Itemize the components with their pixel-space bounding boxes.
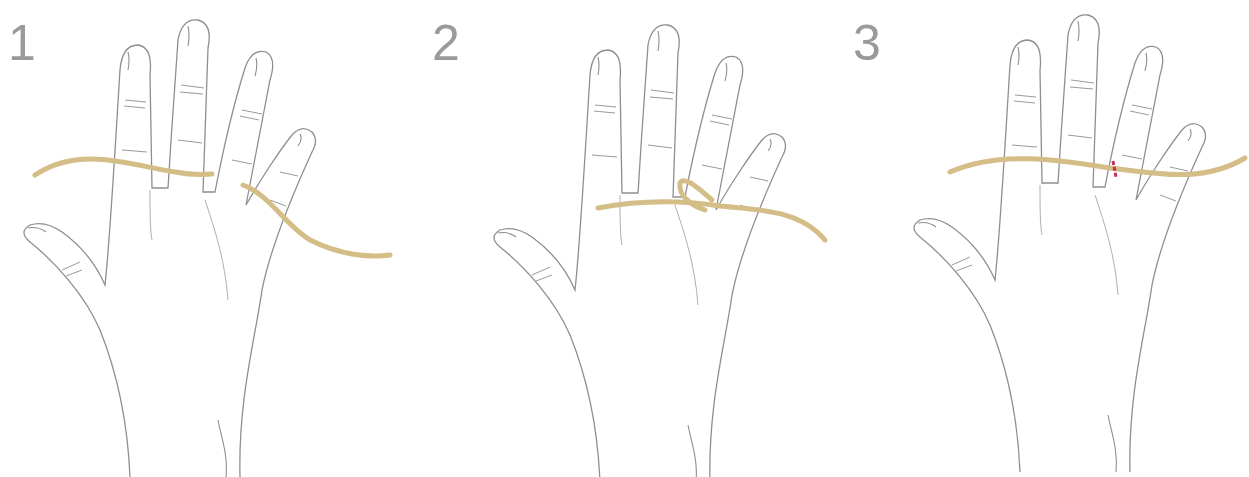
step-number: 2 bbox=[432, 18, 460, 68]
measure-mark bbox=[1113, 161, 1116, 177]
step-number: 1 bbox=[8, 18, 36, 68]
string bbox=[598, 202, 825, 240]
string bbox=[950, 158, 1245, 175]
hand-drawing bbox=[24, 20, 316, 477]
string bbox=[243, 185, 390, 256]
string bbox=[35, 159, 212, 175]
step-number: 3 bbox=[853, 18, 881, 68]
string-loop bbox=[680, 181, 712, 210]
hand-drawing bbox=[914, 15, 1206, 472]
hand-drawing bbox=[494, 25, 786, 477]
